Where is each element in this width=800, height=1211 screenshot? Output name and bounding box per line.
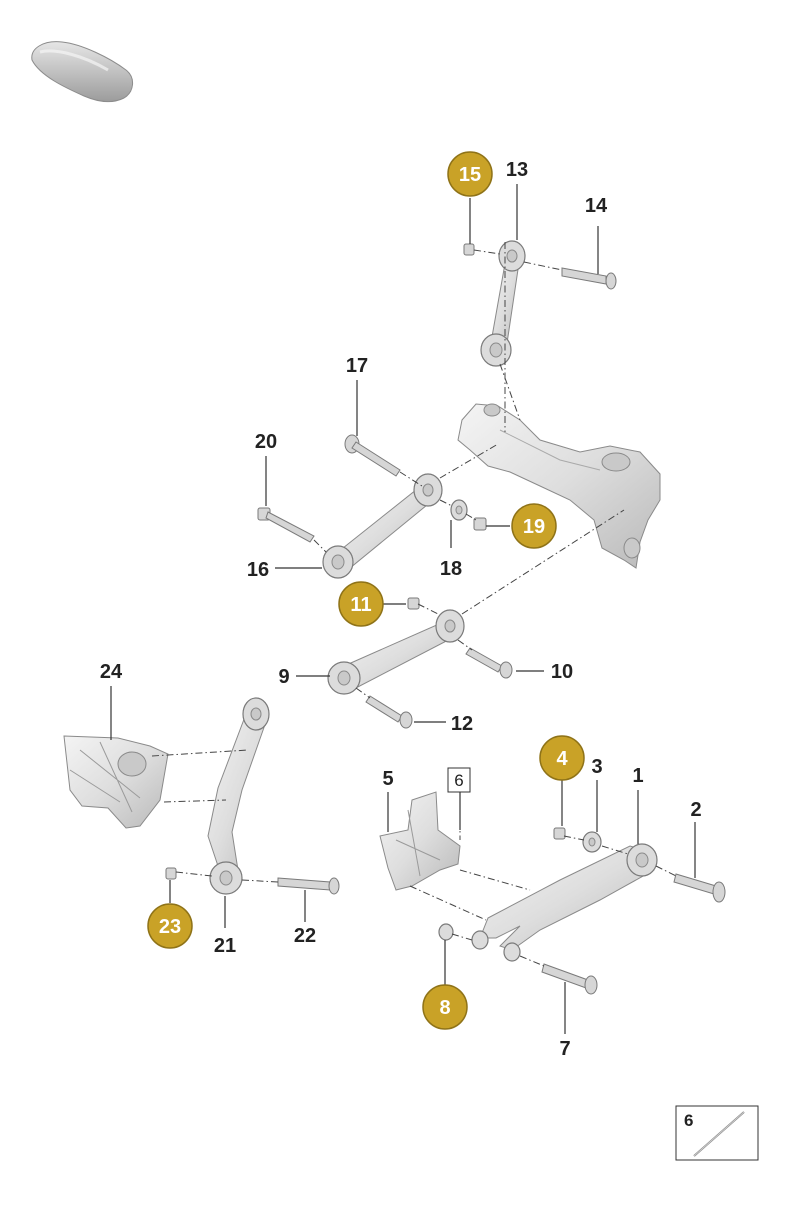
bolt-2 bbox=[673, 873, 726, 903]
bolt-20 bbox=[257, 507, 315, 543]
callout-20: 20 bbox=[255, 431, 277, 453]
bracket-24 bbox=[63, 735, 169, 829]
callout-1: 1 bbox=[632, 765, 643, 787]
callout-18: 18 bbox=[440, 558, 462, 580]
nut-15 bbox=[463, 243, 475, 256]
callout-17: 17 bbox=[346, 355, 368, 377]
link-9 bbox=[327, 609, 465, 695]
leader-lines bbox=[110, 184, 696, 1034]
badge-23: 23 bbox=[147, 903, 193, 949]
nut-23 bbox=[165, 867, 177, 880]
inset-part-6: 6 bbox=[675, 1105, 759, 1161]
callout-10: 10 bbox=[551, 661, 573, 683]
washer-3 bbox=[582, 831, 602, 853]
callout-16: 16 bbox=[247, 559, 269, 581]
control-arm-1 bbox=[471, 843, 658, 962]
badge-4: 4 bbox=[539, 735, 585, 781]
svg-text:8: 8 bbox=[439, 997, 450, 1019]
badge-8: 8 bbox=[422, 984, 468, 1030]
callout-21: 21 bbox=[214, 935, 236, 957]
bolt-12 bbox=[365, 695, 413, 729]
bolt-17 bbox=[344, 434, 401, 477]
assembly-lines bbox=[151, 242, 677, 967]
callout-6: 6 bbox=[454, 771, 463, 790]
callout-7: 7 bbox=[559, 1038, 570, 1060]
car-thumbnail-icon bbox=[31, 41, 133, 103]
link-16 bbox=[322, 473, 443, 579]
callout-22: 22 bbox=[294, 925, 316, 947]
callout-5: 5 bbox=[382, 768, 393, 790]
callout-2: 2 bbox=[690, 799, 701, 821]
washer-18 bbox=[450, 499, 468, 521]
callout-6-box: 6 bbox=[447, 767, 471, 793]
svg-text:15: 15 bbox=[459, 164, 481, 186]
upper-link-13 bbox=[480, 240, 526, 367]
svg-text:23: 23 bbox=[159, 916, 181, 938]
callout-3: 3 bbox=[591, 756, 602, 778]
link-21 bbox=[207, 697, 270, 895]
bracket-5 bbox=[379, 791, 461, 891]
badge-11: 11 bbox=[338, 581, 384, 627]
nut-11 bbox=[407, 597, 420, 610]
badge-15: 15 bbox=[447, 151, 493, 197]
callout-9: 9 bbox=[278, 666, 289, 688]
svg-text:11: 11 bbox=[350, 594, 371, 616]
inset-label: 6 bbox=[684, 1111, 693, 1130]
nut-19 bbox=[473, 517, 487, 531]
washer-8 bbox=[438, 923, 454, 941]
badge-19: 19 bbox=[511, 503, 557, 549]
bolt-14 bbox=[561, 267, 617, 290]
svg-text:19: 19 bbox=[523, 516, 545, 538]
subframe-carrier bbox=[457, 403, 661, 569]
callout-13: 13 bbox=[506, 159, 528, 181]
callout-12: 12 bbox=[451, 713, 473, 735]
bolt-7 bbox=[541, 963, 598, 995]
svg-text:4: 4 bbox=[556, 748, 568, 770]
callout-14: 14 bbox=[585, 195, 608, 217]
bolt-10 bbox=[465, 647, 513, 679]
callout-24: 24 bbox=[100, 661, 123, 683]
nut-4 bbox=[553, 827, 566, 840]
bolt-22 bbox=[277, 877, 340, 895]
